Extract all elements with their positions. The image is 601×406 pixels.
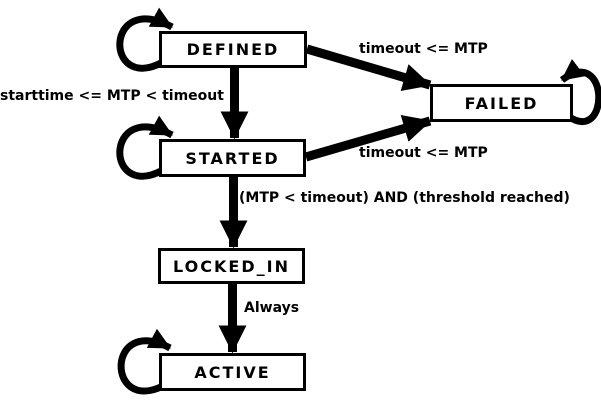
state-node-locked-in: LOCKED_IN <box>158 248 305 284</box>
edge-label-defined-to-started: starttime <= MTP < timeout <box>0 88 224 104</box>
edge-label-locked-in-to-active: Always <box>244 300 300 316</box>
self-loop-active <box>117 328 172 395</box>
edge-label-started-to-failed: timeout <= MTP <box>359 145 488 161</box>
edge-started-to-failed <box>304 114 432 162</box>
self-loop-defined <box>116 7 174 72</box>
edge-label-defined-to-failed: timeout <= MTP <box>359 41 488 57</box>
self-loop-failed <box>559 58 601 126</box>
state-node-active: ACTIVE <box>159 353 306 391</box>
self-loop-started <box>116 115 174 180</box>
edge-label-started-to-locked-in: (MTP < timeout) AND (threshold reached) <box>239 190 570 206</box>
state-node-defined: DEFINED <box>159 31 307 68</box>
edge-defined-to-failed <box>305 44 432 91</box>
state-node-started: STARTED <box>159 139 306 177</box>
state-node-failed: FAILED <box>430 84 573 122</box>
